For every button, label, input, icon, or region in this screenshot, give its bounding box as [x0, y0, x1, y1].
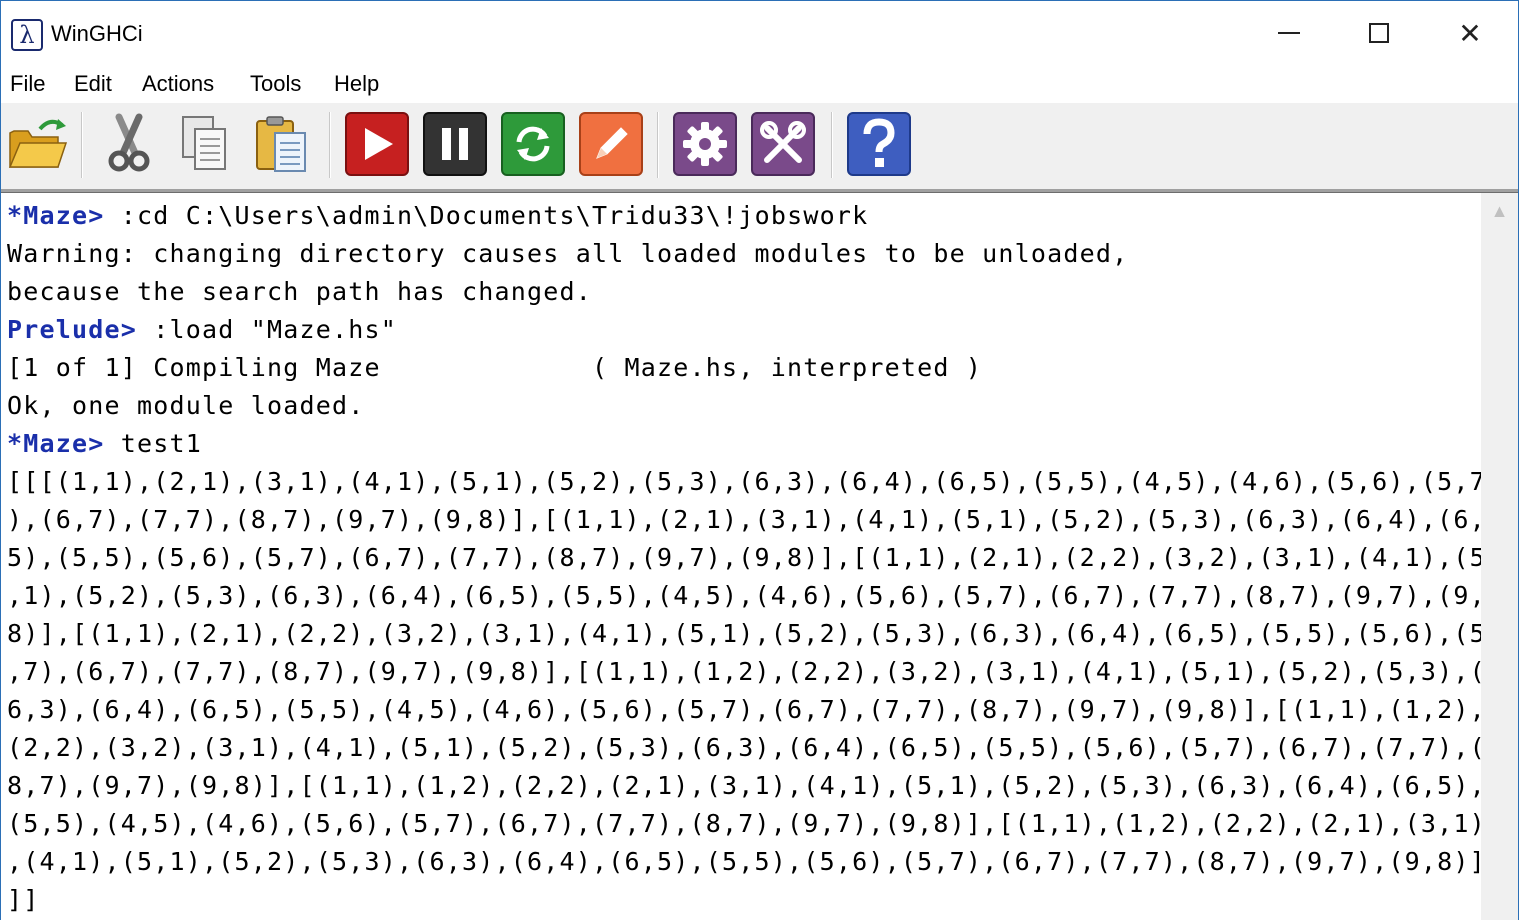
console-output-line: Ok, one module loaded.: [7, 387, 365, 425]
console-text: 6,3),(6,4),(6,5),(5,5),(4,5),(4,6),(5,6)…: [7, 695, 1481, 724]
console-text: :cd C:\Users\admin\Documents\Tridu33\!jo…: [120, 201, 869, 230]
console-output-line: [[[(1,1),(2,1),(3,1),(4,1),(5,1),(5,2),(…: [7, 463, 1481, 501]
reload-icon: [516, 126, 550, 162]
run-icon: [365, 128, 393, 160]
console-output-line: ,(4,1),(5,1),(5,2),(5,3),(6,3),(6,4),(6,…: [7, 843, 1481, 881]
toolbar-separator: [329, 112, 331, 178]
console-output-line: 8)],[(1,1),(2,1),(2,2),(3,2),(3,1),(4,1)…: [7, 615, 1481, 653]
maximize-icon: [1369, 23, 1389, 43]
console-text: :load "Maze.hs": [153, 315, 398, 344]
console-text: Warning: changing directory causes all l…: [7, 239, 1129, 268]
paste-icon: [256, 116, 306, 172]
menu-edit[interactable]: Edit: [74, 71, 112, 96]
console-output-line: (5,5),(4,5),(4,6),(5,6),(5,7),(6,7),(7,7…: [7, 805, 1481, 843]
minimize-button[interactable]: [1244, 9, 1334, 57]
console-text: (5,5),(4,5),(4,6),(5,6),(5,7),(6,7),(7,7…: [7, 809, 1481, 838]
console-text: test1: [120, 429, 203, 458]
ghci-prompt: Prelude>: [7, 315, 154, 344]
lambda-icon: λ: [11, 19, 43, 51]
console-output-line: Warning: changing directory causes all l…: [7, 235, 1128, 273]
help-button[interactable]: [847, 112, 911, 176]
console-output-line: (2,2),(3,2),(3,1),(4,1),(5,1),(5,2),(5,3…: [7, 729, 1481, 767]
console-output-line: ,1),(5,2),(5,3),(6,3),(6,4),(6,5),(5,5),…: [7, 577, 1481, 615]
cut-icon: [108, 113, 150, 172]
console-output-line: ]]: [7, 881, 40, 919]
menu-tools[interactable]: Tools: [250, 71, 302, 96]
edit-icon: [596, 127, 628, 159]
tools-icon: [760, 121, 806, 163]
pause-icon: [442, 128, 468, 160]
console-output-line: [1 of 1] Compiling Maze ( Maze.hs, inter…: [7, 349, 982, 387]
console-output-line: 8,7),(9,7),(9,8)],[(1,1),(1,2),(2,2),(2,…: [7, 767, 1481, 805]
options-button[interactable]: [673, 112, 737, 176]
run-button[interactable]: [345, 112, 409, 176]
close-button[interactable]: ✕: [1425, 9, 1515, 57]
help-icon: [863, 118, 895, 167]
console-text: ),(6,7),(7,7),(8,7),(9,7),(9,8)],[(1,1),…: [7, 505, 1481, 534]
toolbar-separator: [81, 112, 83, 178]
console-text: ,1),(5,2),(5,3),(6,3),(6,4),(6,5),(5,5),…: [7, 581, 1481, 610]
console-output[interactable]: *Maze> :cd C:\Users\admin\Documents\Trid…: [1, 193, 1481, 920]
vertical-scrollbar[interactable]: ▲: [1481, 193, 1518, 920]
paste-button[interactable]: [249, 112, 313, 176]
toolbar: [1, 103, 1518, 189]
maximize-button[interactable]: [1334, 9, 1424, 57]
console-output-line: ),(6,7),(7,7),(8,7),(9,7),(9,8)],[(1,1),…: [7, 501, 1481, 539]
cut-button[interactable]: [97, 112, 161, 176]
ghci-prompt: *Maze>: [7, 429, 121, 458]
toolbar-separator: [657, 112, 659, 178]
console-command-line: Prelude> :load "Maze.hs": [7, 311, 397, 349]
console-output-line: 5),(5,5),(5,6),(5,7),(6,7),(7,7),(8,7),(…: [7, 539, 1481, 577]
pause-button[interactable]: [423, 112, 487, 176]
tools-button[interactable]: [751, 112, 815, 176]
window-title: WinGHCi: [51, 21, 143, 46]
scroll-up-arrow-icon[interactable]: ▲: [1490, 200, 1509, 221]
reload-button[interactable]: [501, 112, 565, 176]
console-text: 5),(5,5),(5,6),(5,7),(6,7),(7,7),(8,7),(…: [7, 543, 1481, 572]
title-bar: λ WinGHCi ✕: [1, 1, 1518, 65]
toolbar-separator: [831, 112, 833, 178]
console-text: ]]: [7, 885, 40, 914]
copy-icon: [182, 116, 226, 170]
console-command-line: *Maze> :cd C:\Users\admin\Documents\Trid…: [7, 197, 868, 235]
console-text: 8)],[(1,1),(2,1),(2,2),(3,2),(3,1),(4,1)…: [7, 619, 1481, 648]
console-output-line: 6,3),(6,4),(6,5),(5,5),(4,5),(4,6),(5,6)…: [7, 691, 1481, 729]
menu-help[interactable]: Help: [334, 71, 380, 96]
menu-file[interactable]: File: [10, 71, 46, 96]
console-text: 8,7),(9,7),(9,8)],[(1,1),(1,2),(2,2),(2,…: [7, 771, 1481, 800]
console-command-line: *Maze> test1: [7, 425, 202, 463]
console-text: ,7),(6,7),(7,7),(8,7),(9,7),(9,8)],[(1,1…: [7, 657, 1481, 686]
open-folder-icon: [8, 119, 68, 168]
ghci-prompt: *Maze>: [7, 201, 121, 230]
open-button[interactable]: [5, 112, 69, 176]
console-text: Ok, one module loaded.: [7, 391, 365, 420]
menu-actions[interactable]: Actions: [142, 71, 215, 96]
console-text: [[[(1,1),(2,1),(3,1),(4,1),(5,1),(5,2),(…: [7, 467, 1481, 496]
console-text: [1 of 1] Compiling Maze ( Maze.hs, inter…: [7, 353, 983, 382]
edit-button[interactable]: [579, 112, 643, 176]
console-text: (2,2),(3,2),(3,1),(4,1),(5,1),(5,2),(5,3…: [7, 733, 1481, 762]
menu-bar: File Edit Actions Tools Help: [1, 65, 1518, 103]
console-output-line: ,7),(6,7),(7,7),(8,7),(9,7),(9,8)],[(1,1…: [7, 653, 1481, 691]
console-output-line: because the search path has changed.: [7, 273, 592, 311]
console-text: because the search path has changed.: [7, 277, 593, 306]
options-icon: [683, 122, 727, 166]
toolbar-divider: [1, 189, 1518, 193]
close-icon: ✕: [1458, 16, 1482, 50]
console-text: ,(4,1),(5,1),(5,2),(5,3),(6,3),(6,4),(6,…: [7, 847, 1481, 876]
minimize-icon: [1278, 32, 1300, 34]
copy-button[interactable]: [173, 112, 237, 176]
